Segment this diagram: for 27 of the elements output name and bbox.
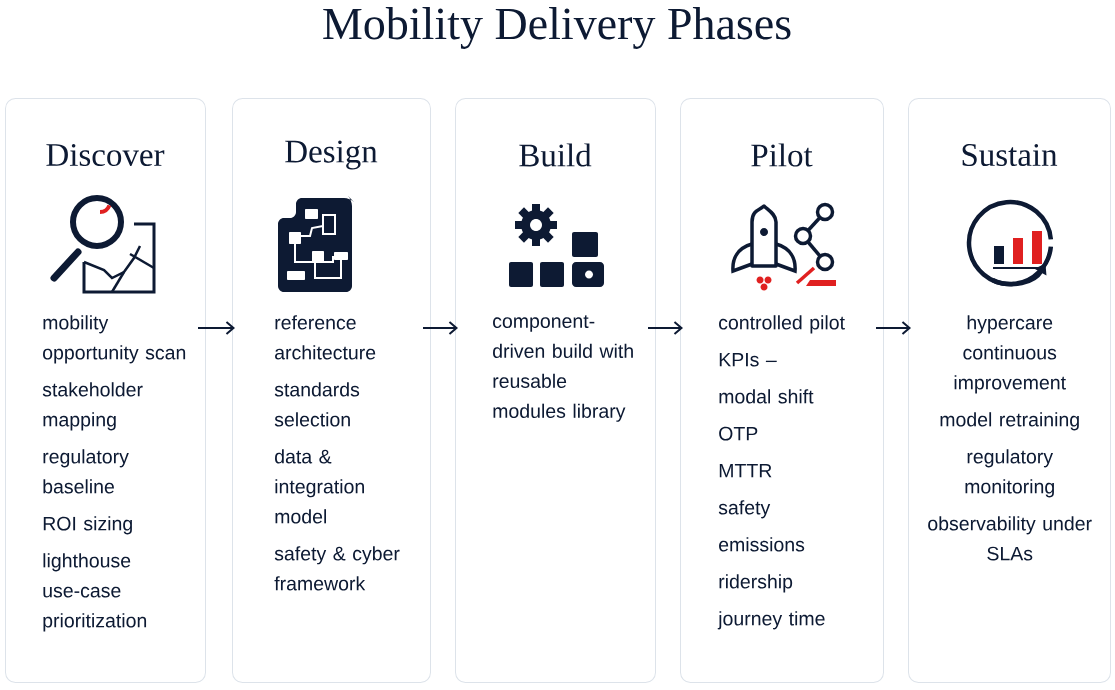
list-item: OTP bbox=[719, 426, 758, 441]
list-item: journey time bbox=[717, 611, 825, 630]
title: Mobility Delivery Phases bbox=[323, 7, 791, 49]
arrow bbox=[197, 321, 235, 335]
list-item: lighthouse use-case prioritization bbox=[43, 553, 147, 632]
phase-title: Design bbox=[285, 140, 378, 170]
arrow bbox=[647, 321, 683, 335]
list-item: ROI sizing bbox=[43, 516, 132, 535]
list-item: model retraining bbox=[940, 412, 1079, 431]
list-item: emissions bbox=[719, 537, 805, 552]
list-item: controlled pilot bbox=[719, 315, 845, 334]
arrow bbox=[422, 321, 458, 335]
phase-title: Pilot bbox=[751, 143, 813, 167]
list-item: observability under SLAs bbox=[928, 516, 1092, 561]
list-item: component-driven build with reusable modules library bbox=[493, 315, 633, 422]
arrow bbox=[875, 321, 911, 335]
list-item: ridership bbox=[719, 574, 793, 593]
phase-title: Discover bbox=[46, 143, 165, 167]
list-item: KPIs – bbox=[719, 352, 777, 367]
list-item: regulatory monitoring bbox=[965, 449, 1054, 498]
phase-title: Sustain bbox=[962, 143, 1058, 167]
list-item: safety bbox=[718, 500, 771, 519]
phase-title: Build bbox=[519, 143, 592, 167]
list-item: MTTR bbox=[719, 463, 772, 478]
list-item: regulatory baseline bbox=[43, 449, 129, 494]
list-item: safety & cyber framework bbox=[274, 546, 400, 591]
list-item: modal shift bbox=[719, 389, 814, 404]
